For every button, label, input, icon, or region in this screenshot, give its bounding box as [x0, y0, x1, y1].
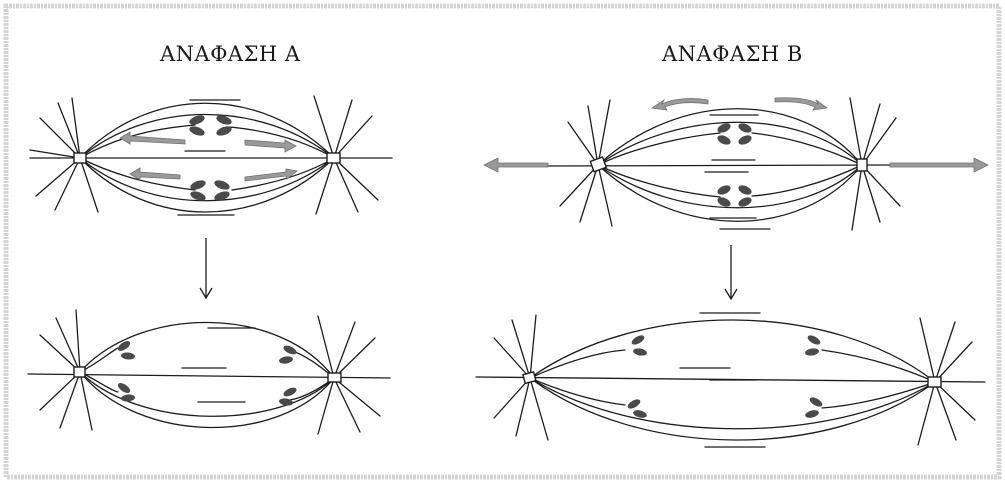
panel-title-anaphase-b: ΑΝΑΦΑΣΗ Β	[662, 42, 803, 66]
curved-arrow-left-icon	[652, 99, 708, 110]
movement-arrows-a-top	[120, 132, 297, 181]
figure-border	[6, 6, 999, 477]
centrosome-left	[74, 153, 86, 163]
down-arrow-a	[200, 238, 212, 298]
arrow-left-icon	[484, 158, 548, 172]
centrosome-right	[327, 153, 340, 163]
centrosome-right	[928, 377, 941, 387]
anaphase-b-late-spindle	[476, 313, 985, 447]
centrosome-left	[74, 367, 85, 377]
centrosome-right	[857, 159, 867, 171]
arrow-right-icon	[245, 140, 296, 152]
chromatids-a-bottom	[116, 339, 298, 407]
chromatids-b-bottom	[626, 333, 824, 419]
arrow-right-icon	[245, 169, 297, 181]
arrow-left-icon	[130, 168, 180, 180]
centrosome-left	[523, 372, 536, 384]
arrow-left-icon	[120, 132, 185, 144]
down-arrow-b	[725, 245, 737, 299]
curved-arrow-right-icon	[775, 98, 827, 110]
centrosome-right	[328, 373, 341, 382]
panel-title-anaphase-a: ΑΝΑΦΑΣΗ Α	[160, 42, 301, 66]
arrow-right-icon	[890, 158, 988, 172]
